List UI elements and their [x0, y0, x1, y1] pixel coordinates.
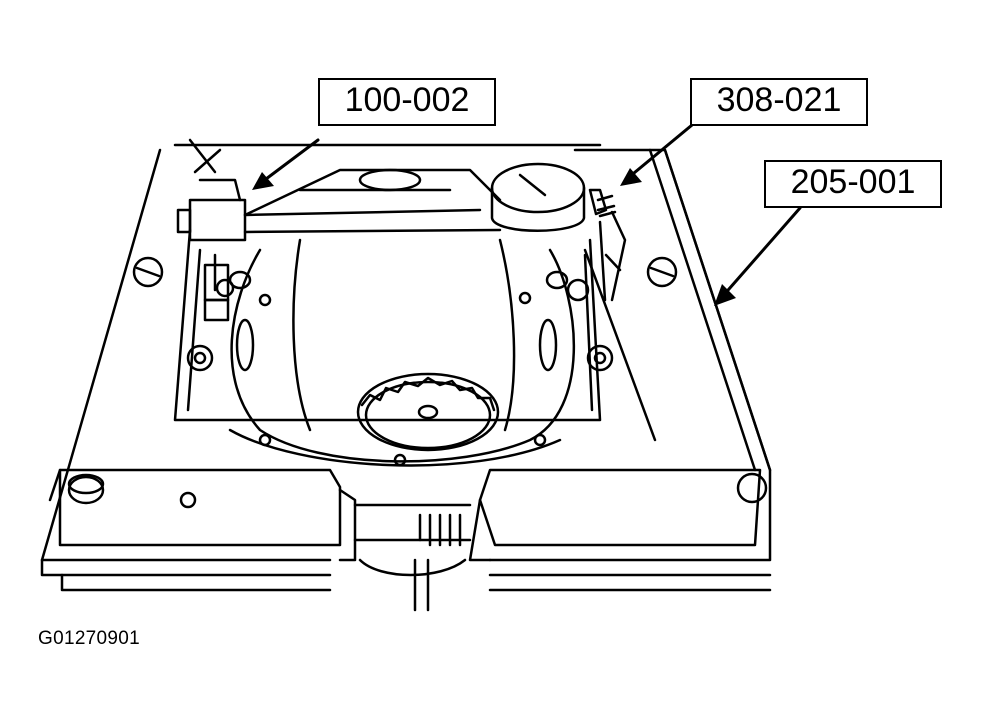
callout-tool-100-002: 100-002	[318, 78, 496, 126]
inner-frame	[173, 228, 657, 442]
callout-tool-205-001: 205-001	[764, 160, 942, 208]
arrowheads	[252, 168, 736, 306]
crossbar-tool	[176, 138, 502, 322]
callout-tool-308-021: 308-021	[690, 78, 868, 126]
base-plate	[40, 143, 772, 592]
figure-id: G01270901	[38, 628, 141, 649]
sprocket	[356, 372, 500, 452]
bolts	[67, 256, 768, 509]
leader-arrows	[260, 123, 802, 299]
dial-indicator	[490, 162, 627, 302]
crankcase-opening	[228, 238, 575, 467]
bearing-caps	[48, 468, 762, 612]
